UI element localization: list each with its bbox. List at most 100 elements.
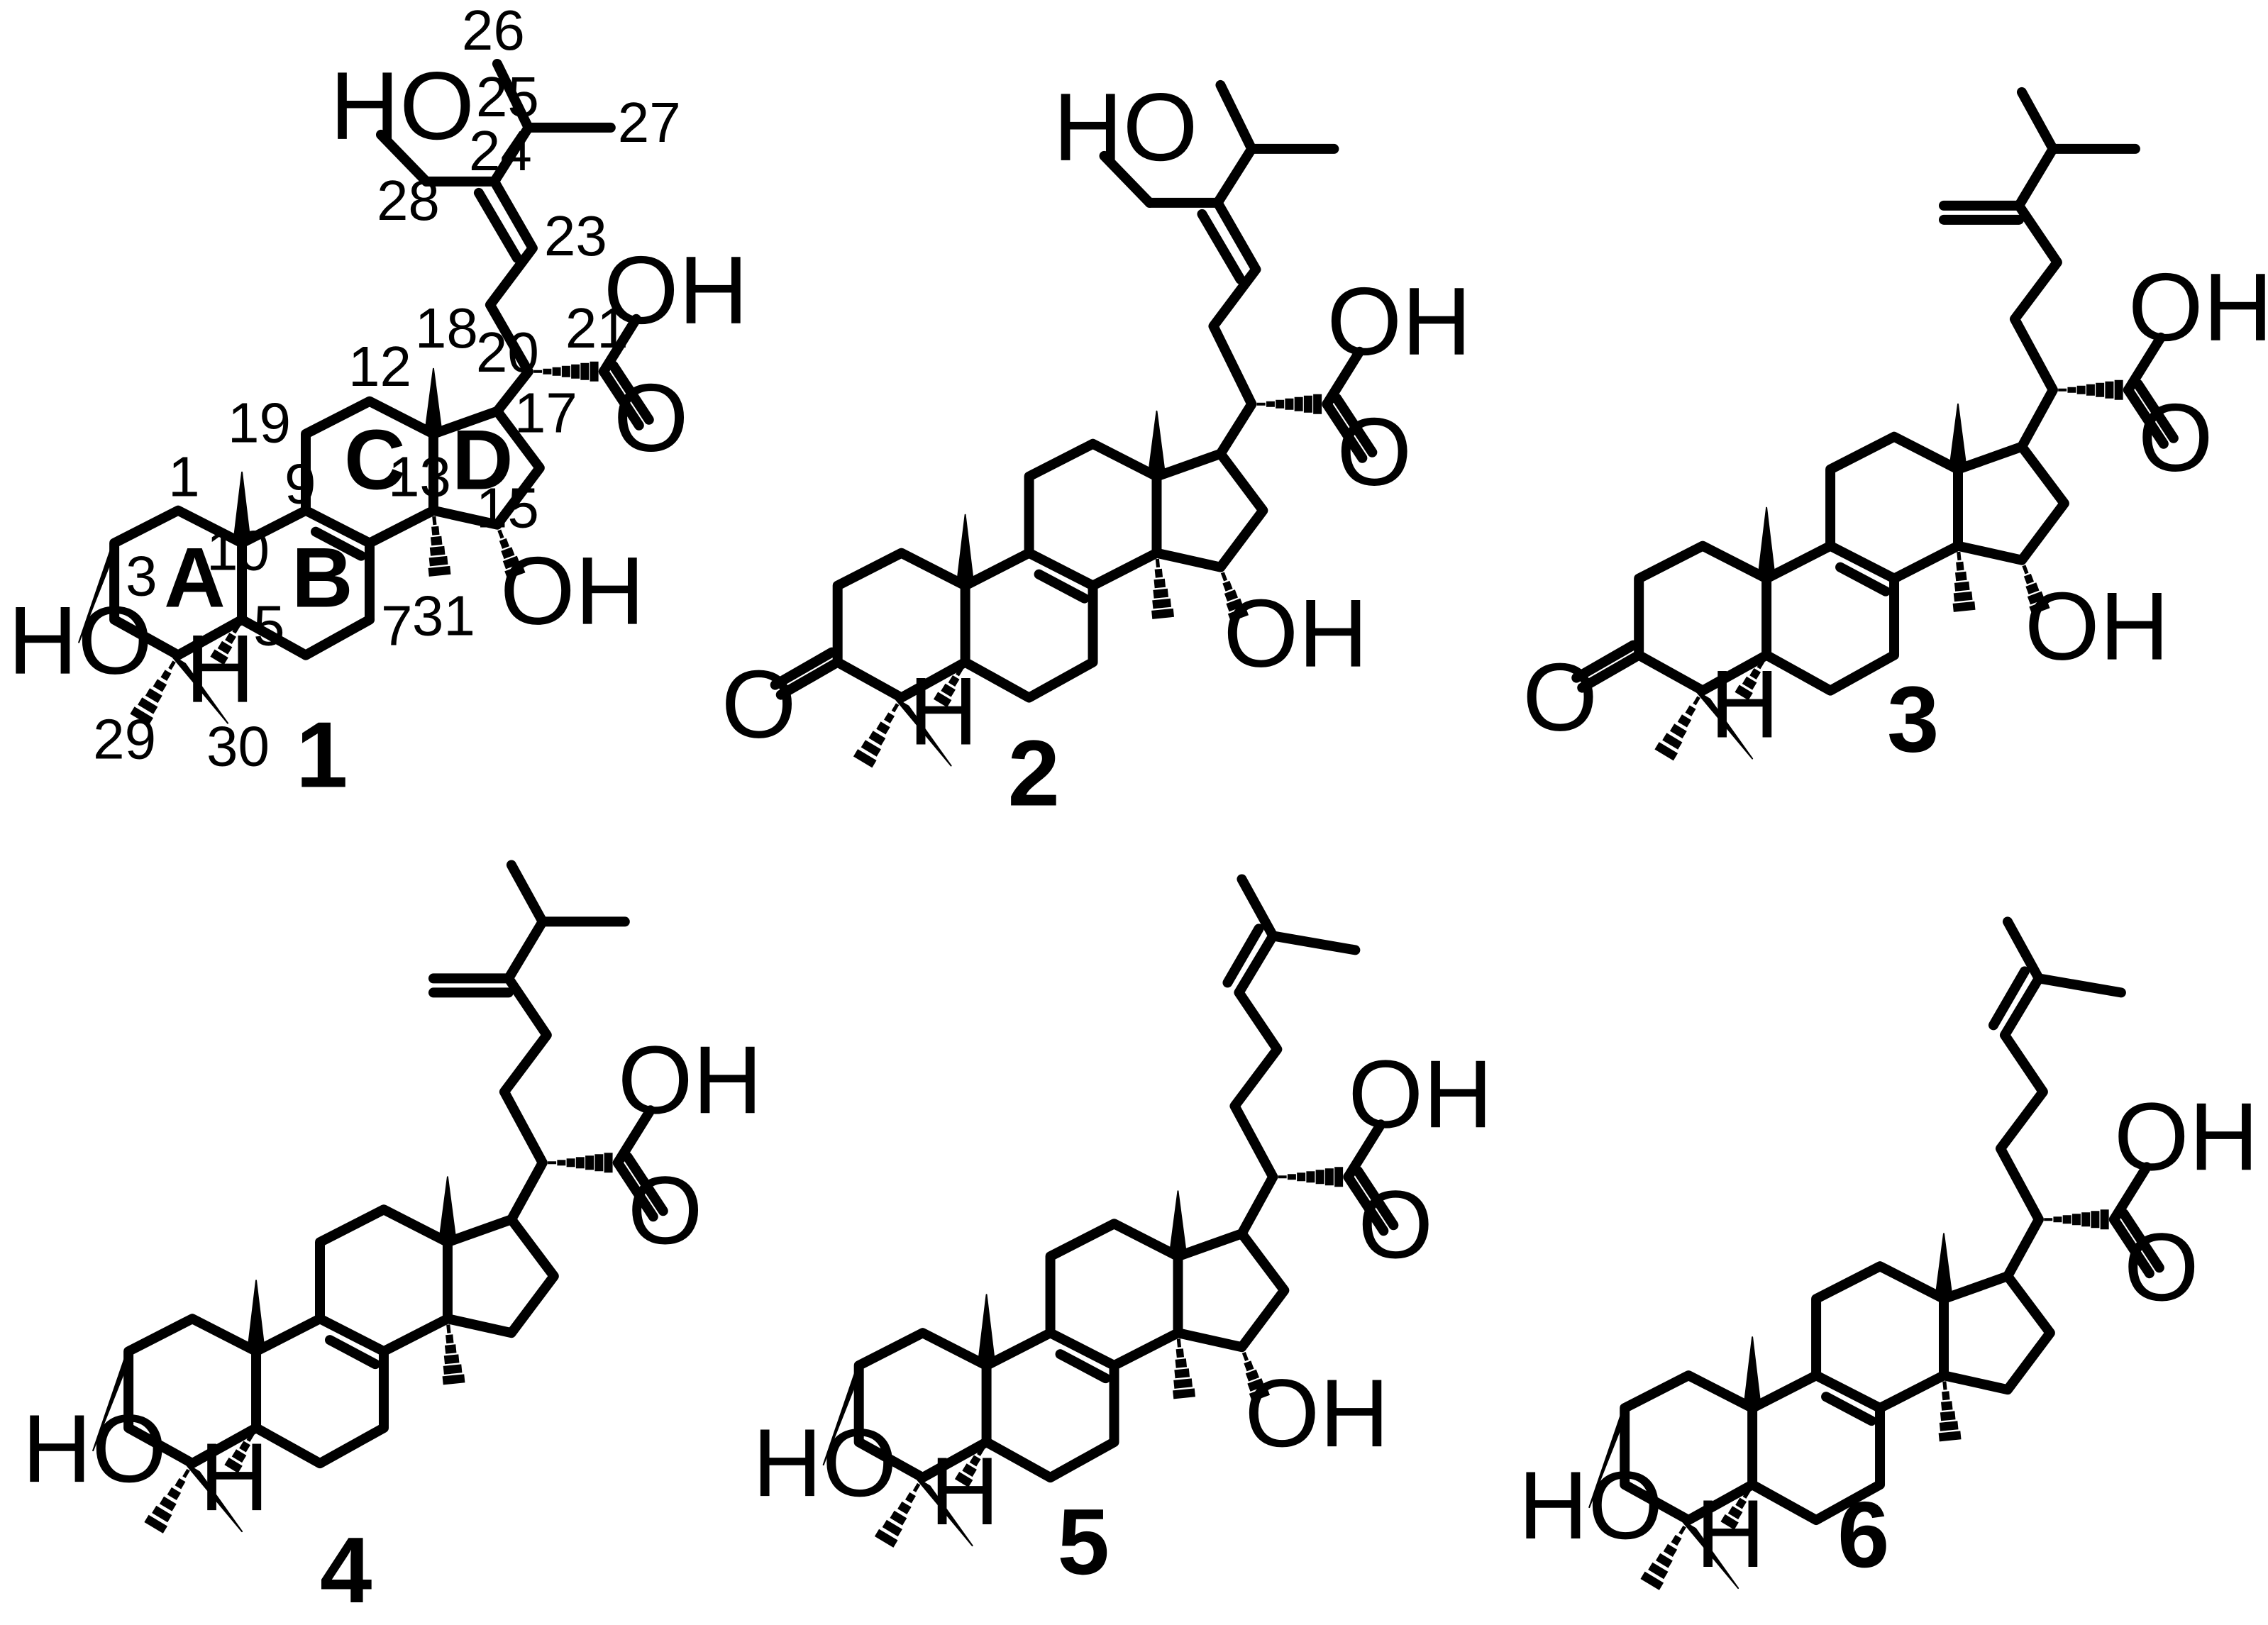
hashed-bond-stroke	[152, 1505, 172, 1523]
c1-num-1: 1	[168, 445, 199, 509]
hashed-bond-stroke	[428, 555, 448, 567]
c1-num-23: 23	[544, 204, 607, 267]
hashed-bond-stroke	[874, 1529, 898, 1548]
hashed-bond-stroke	[933, 692, 952, 708]
hashed-bond-stroke	[1152, 598, 1172, 609]
hashed-bond-stroke	[954, 1471, 973, 1487]
hashed-bond-stroke	[1245, 1369, 1260, 1382]
c1-num-28: 28	[377, 169, 440, 232]
hashed-bond-stroke	[225, 632, 236, 645]
c5-oh-15-label: OH	[1244, 1359, 1389, 1467]
hashed-bond-stroke	[861, 740, 881, 757]
hashed-bond-stroke	[1727, 1506, 1743, 1520]
hashed-bond-stroke	[1663, 1543, 1678, 1558]
hashed-bond-stroke	[1640, 1571, 1664, 1590]
hashed-bond-stroke	[1241, 1351, 1249, 1362]
c4-ho-label: HO	[22, 1394, 167, 1502]
c1-ho-label: HO	[8, 587, 153, 694]
hashed-bond-stroke	[2022, 565, 2029, 575]
c1-num-10: 10	[206, 519, 270, 582]
hashed-bond-stroke	[882, 1519, 902, 1537]
hashed-bond-stroke	[977, 1446, 985, 1456]
hashed-bond-stroke	[853, 749, 877, 768]
hashed-bond-stroke	[160, 670, 172, 681]
hashed-bond-stroke	[1153, 588, 1169, 599]
hashed-bond-stroke	[1671, 1534, 1682, 1546]
hashed-bond-stroke	[210, 649, 228, 665]
compound-2-label: 2	[1008, 721, 1060, 826]
c2-ho-28-label: HO	[1053, 73, 1198, 181]
compound-6-label: 6	[1837, 1482, 1889, 1587]
hashed-bond-stroke	[1220, 572, 1228, 582]
hashed-bond-stroke	[1720, 1514, 1739, 1530]
c2-cooh-o-label: O	[1337, 398, 1412, 506]
hashed-bond-stroke	[884, 712, 895, 723]
c4-cooh-oh-label: OH	[618, 1026, 763, 1133]
hashed-bond-stroke	[497, 529, 504, 539]
hashed-bond-stroke	[1941, 1401, 1953, 1411]
hashed-bond-stroke	[897, 1501, 912, 1515]
c5-cooh-oh-label: OH	[1348, 1040, 1493, 1148]
hashed-bond-stroke	[1226, 598, 1244, 612]
hashed-bond-stroke	[232, 624, 240, 634]
hashed-bond-stroke	[905, 1492, 916, 1504]
hashed-bond-stroke	[2023, 573, 2035, 584]
hashed-bond-stroke	[443, 1354, 460, 1365]
hashed-bond-stroke	[1735, 684, 1753, 701]
hashed-bond-stroke	[1173, 1388, 1195, 1399]
hashed-bond-stroke	[167, 1487, 182, 1501]
c1-num-25: 25	[476, 65, 539, 128]
c1-num-24: 24	[469, 119, 532, 182]
c6-cooh-oh-label: OH	[2114, 1082, 2259, 1190]
c1-num-27: 27	[618, 91, 681, 154]
hashed-bond-stroke	[504, 565, 526, 579]
hashed-bond-stroke	[1678, 1525, 1686, 1535]
hashed-bond-stroke	[2027, 591, 2045, 605]
hashed-bond-stroke	[868, 731, 886, 746]
c1-num-13: 13	[388, 445, 451, 509]
hashed-bond-stroke	[1154, 568, 1163, 578]
c1-ring-c-label: C	[344, 413, 406, 508]
hashed-bond-stroke	[224, 1457, 243, 1473]
hashed-bond-stroke	[1662, 733, 1683, 750]
hashed-bond-stroke	[1222, 580, 1233, 592]
hashed-bond-stroke	[1154, 578, 1166, 589]
c2-cooh-oh-label: OH	[1327, 267, 1471, 375]
hashed-bond-stroke	[1227, 606, 1249, 622]
hashed-bond-stroke	[1249, 1387, 1271, 1402]
hashed-bond-stroke	[442, 1374, 465, 1385]
c1-num-5: 5	[253, 594, 284, 658]
c1-cooh-oh-label: OH	[604, 236, 748, 344]
compound-2-structure: O OH HO OH O H 2	[721, 73, 1472, 826]
c3-h5-label: H	[1710, 650, 1779, 758]
hashed-bond-stroke	[891, 703, 900, 713]
c1-num-7: 7	[381, 594, 412, 658]
c6-ho-label: HO	[1518, 1451, 1663, 1559]
hashed-bond-stroke	[430, 536, 443, 546]
hashed-bond-stroke	[1735, 1497, 1747, 1509]
c4-h5-label: H	[199, 1423, 269, 1531]
hashed-bond-stroke	[443, 1364, 463, 1375]
hashed-bond-stroke	[1174, 1368, 1190, 1379]
hashed-bond-stroke	[2025, 582, 2040, 595]
c1-h5-label: H	[185, 615, 255, 723]
c1-ring-a-label: A	[164, 531, 226, 626]
hashed-bond-stroke	[444, 1344, 457, 1354]
c1-num-9: 9	[284, 453, 316, 516]
hashed-bond-stroke	[130, 706, 153, 726]
c1-num-15: 15	[476, 477, 539, 540]
hashed-bond-stroke	[1175, 1358, 1188, 1368]
c3-cooh-o-label: O	[2138, 384, 2213, 492]
hashed-bond-stroke	[1685, 705, 1696, 716]
c1-carbon-numbers: 1 3 5 7 9 10 12 13 15 17 18 19 20 21 23 …	[93, 0, 681, 778]
hashed-bond-stroke	[1939, 1421, 1959, 1431]
c1-cooh-o-label: O	[614, 364, 689, 472]
hashed-bond-stroke	[1940, 1411, 1956, 1421]
hashed-bond-stroke	[145, 688, 162, 704]
hashed-bond-stroke	[175, 1477, 186, 1490]
compound-3-label: 3	[1887, 667, 1939, 772]
hashed-bond-stroke	[1942, 1381, 1947, 1390]
hashed-bond-stroke	[1952, 601, 1976, 612]
c6-h5-label: H	[1696, 1480, 1765, 1587]
